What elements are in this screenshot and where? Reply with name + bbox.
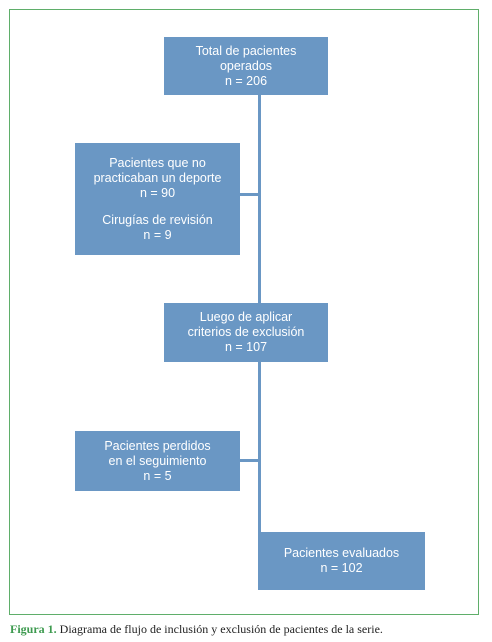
node-text: Total de pacientes [195,43,297,58]
node-count: n = 5 [143,468,172,483]
node-lost-followup: Pacientes perdidos en el seguimiento n =… [75,431,240,491]
node-count: n = 206 [224,73,268,88]
node-text: practicaban un deporte [93,170,222,185]
node-text: Pacientes perdidos [104,438,211,453]
node-text: en el seguimiento [108,453,207,468]
figure-caption-text: Diagrama de flujo de inclusión y exclusi… [59,622,383,636]
node-count: n = 102 [320,561,363,575]
node-text: criterios de exclusión [187,325,305,339]
node-text: Pacientes evaluados [283,546,400,560]
lost-branch-connector [240,459,260,462]
node-text: operados [219,58,273,73]
node-text: Cirugías de revisión [102,212,213,227]
node-excluded: Pacientes que no practicaban un deporte … [75,143,240,255]
excluded-branch-connector [240,193,260,196]
node-text: Luego de aplicar [199,310,293,324]
figure-caption: Figura 1. Diagrama de flujo de inclusión… [10,622,485,637]
node-evaluated: Pacientes evaluados n = 102 [258,532,425,590]
node-after-criteria: Luego de aplicar criterios de exclusión … [164,303,328,362]
node-count: n = 9 [143,227,172,242]
node-count: n = 107 [224,340,268,354]
node-total-operated: Total de pacientes operados n = 206 [164,37,328,95]
figure-caption-label: Figura 1. [10,622,57,636]
node-count: n = 90 [139,185,176,200]
figure-frame [9,9,479,615]
node-text: Pacientes que no [109,155,206,170]
